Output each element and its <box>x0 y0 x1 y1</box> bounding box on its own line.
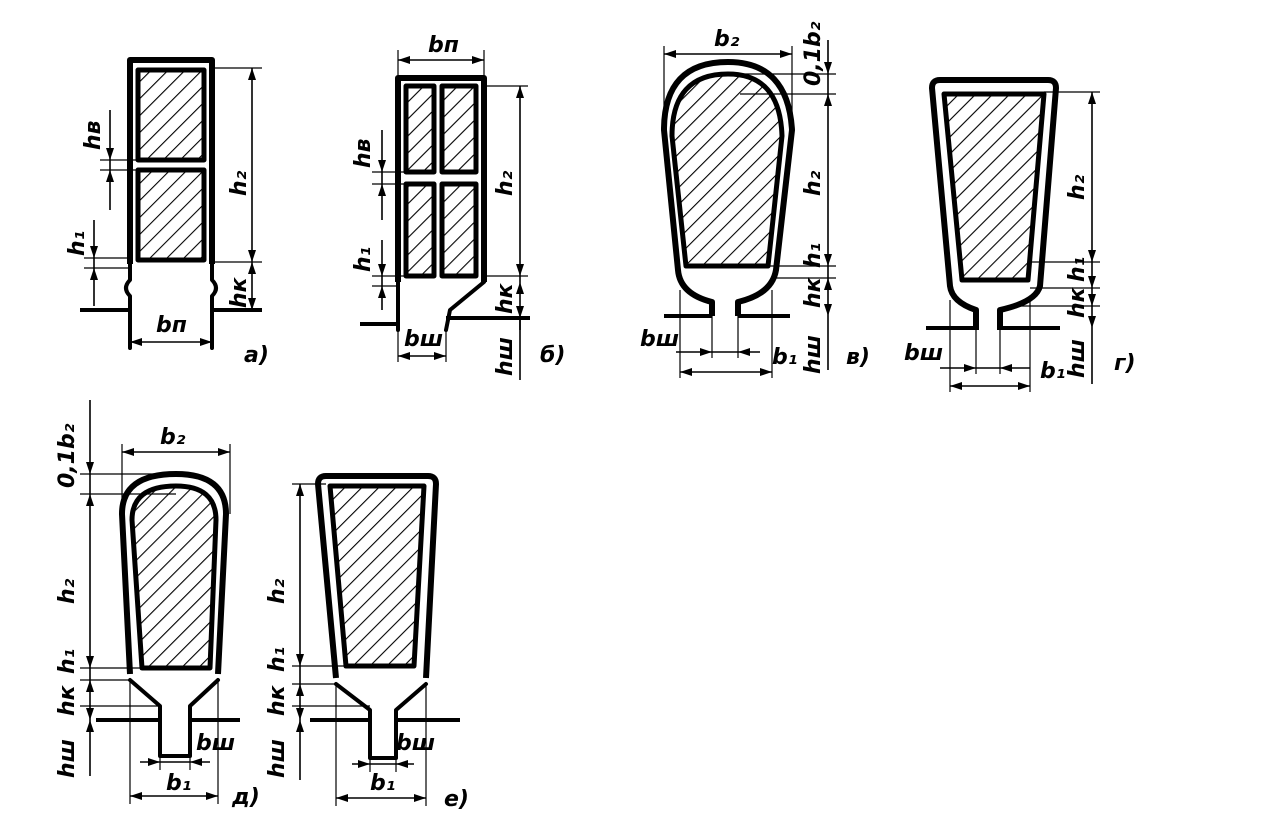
conductor-v <box>669 71 785 269</box>
label-b-bsh: bш <box>404 327 443 352</box>
label-g-hsh: hш <box>1065 339 1090 378</box>
label-g-b1: b₁ <box>1040 359 1065 384</box>
label-d-hk: hк <box>55 684 80 716</box>
conductor-b-ur <box>439 83 479 175</box>
caption-a: а) <box>244 343 269 368</box>
conductor-a-lower <box>135 167 207 263</box>
conductor-g <box>941 91 1047 283</box>
conductor-b-ul <box>403 83 437 175</box>
conductor-b-lr <box>439 181 479 279</box>
label-v-b1: b₁ <box>772 345 797 370</box>
label-v-hsh: hш <box>801 335 826 374</box>
label-d-b2: b₂ <box>160 425 186 450</box>
conductor-d <box>129 483 219 671</box>
label-d-h1: h₁ <box>55 649 80 674</box>
slot-d-opening <box>128 678 220 758</box>
caption-d: д) <box>231 785 260 810</box>
label-v-b2: b₂ <box>714 27 740 52</box>
label-a-h2: h₂ <box>227 170 252 196</box>
conductor-e <box>327 483 427 669</box>
label-v-h2: h₂ <box>801 170 826 196</box>
slot-b-outline <box>395 75 487 282</box>
caption-g: г) <box>1114 351 1136 376</box>
caption-v: в) <box>846 345 870 370</box>
figure-d: 0,1b₂ b₂ h₂ h₁ hк hш bш b₁ д) <box>55 400 260 810</box>
conductor-a-upper <box>135 67 207 163</box>
label-e-h1: h₁ <box>265 647 290 672</box>
label-g-h1: h₁ <box>1065 257 1090 282</box>
label-a-hk: hк <box>227 276 252 308</box>
slot-g-outline <box>929 77 1059 330</box>
label-e-hk: hк <box>265 684 290 716</box>
label-g-hk: hк <box>1065 286 1090 318</box>
label-e-b1: b₁ <box>370 771 395 796</box>
label-v-r: 0,1b₂ <box>801 21 826 86</box>
slot-e-outline <box>315 473 439 679</box>
label-a-h1: h₁ <box>65 231 90 256</box>
figure-e: h₂ h₁ hк hш bш b₁ е) <box>265 473 469 812</box>
label-b-bp: bп <box>428 33 459 58</box>
caption-b: б) <box>540 343 565 368</box>
label-a-bp: bп <box>156 313 187 338</box>
figure-a: hв h₂ h₁ hк bп а) <box>65 57 269 368</box>
label-g-h2: h₂ <box>1065 174 1090 200</box>
figure-b: bп hв h₂ h₁ hк bш hш б) <box>351 33 565 380</box>
label-g-bsh: bш <box>904 341 943 366</box>
label-d-bsh: bш <box>196 731 235 756</box>
label-v-bsh: bш <box>640 327 679 352</box>
label-d-b1: b₁ <box>166 771 191 796</box>
label-a-hb: hв <box>81 120 106 150</box>
figure-g: h₂ h₁ hк bш b₁ hш г) <box>904 77 1136 392</box>
slot-v-outline <box>661 59 795 316</box>
label-b-h2: h₂ <box>493 170 518 196</box>
label-e-hsh: hш <box>265 739 290 778</box>
label-v-h1: h₁ <box>801 243 826 268</box>
label-d-h2: h₂ <box>55 578 80 604</box>
label-b-hk: hк <box>493 282 518 314</box>
figure-v: b₂ 0,1b₂ h₂ h₁ hк bш b₁ hш в) <box>640 21 870 378</box>
label-d-hsh: hш <box>55 739 80 778</box>
label-b-hb: hв <box>351 138 376 168</box>
label-e-bsh: bш <box>396 731 435 756</box>
label-b-hsh: hш <box>493 337 518 376</box>
slot-a-outline <box>127 57 215 264</box>
caption-e: е) <box>444 787 469 812</box>
conductor-b-ll <box>403 181 437 279</box>
label-e-h2: h₂ <box>265 578 290 604</box>
label-v-hk: hк <box>801 276 826 308</box>
label-d-r: 0,1b₂ <box>55 423 80 488</box>
slot-b-opening <box>396 280 486 332</box>
slot-a-opening <box>124 262 218 350</box>
label-b-h1: h₁ <box>351 247 376 272</box>
